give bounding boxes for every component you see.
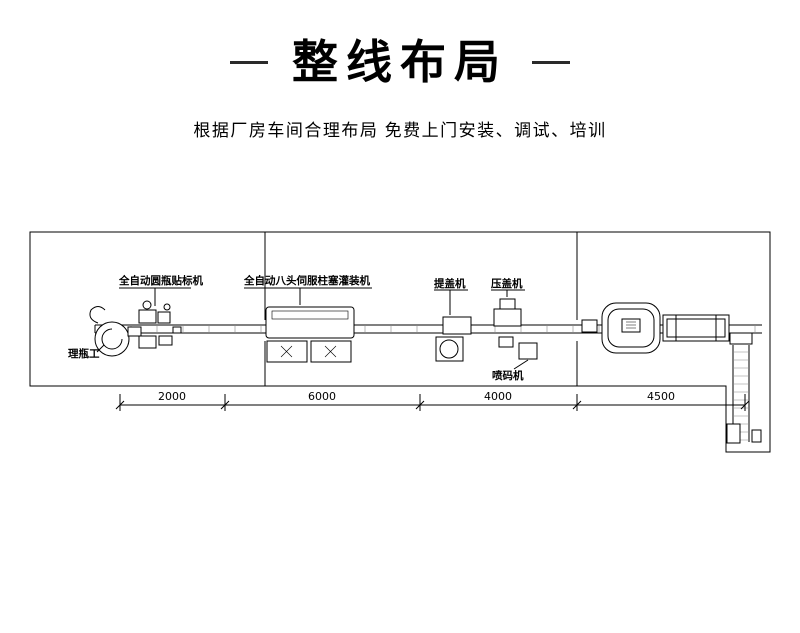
header: 整线布局 根据厂房车间合理布局 免费上门安装、调试、培训 bbox=[0, 0, 800, 141]
conveyor-line bbox=[94, 324, 762, 334]
unscrambler-turntable bbox=[89, 306, 142, 357]
coder-text: 喷码机 bbox=[492, 369, 524, 382]
labeler-label: 全自动圆瓶贴标机 bbox=[118, 274, 203, 306]
dimension-seg1: 2000 bbox=[158, 390, 186, 403]
accumulation-table bbox=[601, 302, 661, 354]
filler-text: 全自动八头伺服柱塞灌装机 bbox=[243, 274, 370, 287]
bottle-worker-label: 理瓶工 bbox=[68, 344, 105, 360]
inkjet-coder-machine: 喷码机 bbox=[492, 342, 538, 382]
dimension-line: 2000 6000 4000 4500 bbox=[115, 390, 750, 411]
filling-machine bbox=[265, 306, 355, 363]
transfer-unit bbox=[581, 319, 598, 333]
cap-feeder-machine bbox=[435, 316, 472, 362]
dimension-seg2: 6000 bbox=[308, 390, 336, 403]
conveyor-tunnel bbox=[662, 314, 730, 342]
cap-feeder-text: 提盖机 bbox=[434, 277, 466, 290]
dimension-seg3: 4000 bbox=[484, 390, 512, 403]
bottle-worker-text: 理瓶工 bbox=[68, 347, 100, 360]
capping-machine bbox=[493, 298, 522, 348]
cap-feeder-label: 提盖机 bbox=[434, 277, 468, 315]
filler-label: 全自动八头伺服柱塞灌装机 bbox=[243, 274, 372, 305]
page-title: 整线布局 bbox=[292, 36, 508, 88]
title-right-rule bbox=[532, 61, 570, 65]
dimension-seg4: 4500 bbox=[647, 390, 675, 403]
factory-floor-outline bbox=[29, 231, 771, 453]
title-left-rule bbox=[230, 61, 268, 65]
labeling-machine bbox=[138, 300, 182, 349]
labeler-text: 全自动圆瓶贴标机 bbox=[118, 274, 203, 287]
capper-label: 压盖机 bbox=[491, 277, 525, 297]
capper-text: 压盖机 bbox=[491, 277, 523, 290]
title-row: 整线布局 bbox=[0, 34, 800, 92]
outfeed-conveyor bbox=[726, 332, 762, 444]
page-subtitle: 根据厂房车间合理布局 免费上门安装、调试、培训 bbox=[193, 120, 607, 140]
